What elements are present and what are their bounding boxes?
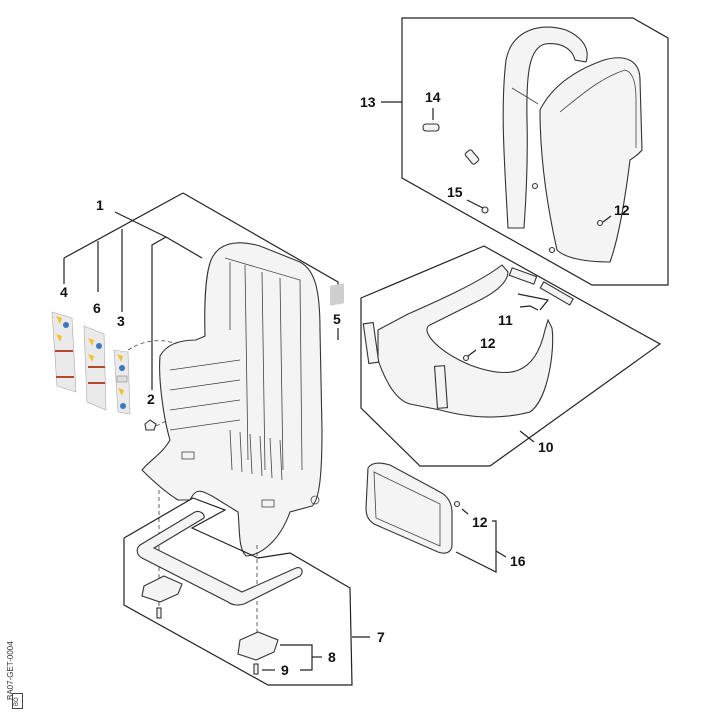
callout-12-pad[interactable]: 12 [472,514,488,530]
callout-1[interactable]: 1 [96,197,104,213]
pad [365,462,453,554]
screw-13-icon [531,182,539,190]
support-frame-bar [136,510,303,606]
callout-12-hip-belt[interactable]: 12 [480,335,496,351]
callout-16[interactable]: 16 [510,553,526,569]
screw-12b-icon [462,354,470,362]
strap-end [539,281,574,306]
callout-12-back-pad[interactable]: 12 [614,202,630,218]
label-plate-5 [330,283,344,306]
callout-4[interactable]: 4 [60,284,68,300]
belt-pad-left [362,321,380,365]
carrier-frame [141,242,323,557]
hip-belt [377,264,554,418]
foot-pad-left [141,575,183,603]
label-set-3 [113,349,131,415]
group-box-10 [360,245,662,467]
back-pad [539,57,643,263]
belt-pad-right [433,365,449,409]
callout-13[interactable]: 13 [360,94,376,110]
callout-9[interactable]: 9 [281,662,289,678]
label-set-4 [51,311,77,393]
clip-icon [144,419,157,431]
screw-9-icon [253,663,259,675]
callout-6[interactable]: 6 [93,300,101,316]
reference-code: BA07-GET-0004 [6,641,15,700]
strap-slider-icon [422,123,440,132]
reference-box: BO [12,693,23,709]
callout-14[interactable]: 14 [425,89,441,105]
callout-5[interactable]: 5 [333,311,341,327]
callout-15[interactable]: 15 [447,184,463,200]
strap-slider-2-icon [464,149,480,165]
buckle-icon [508,267,538,285]
group-box-13 [401,17,669,286]
callout-8[interactable]: 8 [328,649,336,665]
group-box-7 [123,497,353,686]
label-set-6 [83,325,107,411]
shoulder-strap-left [502,26,588,229]
callout-10[interactable]: 10 [538,439,554,455]
callout-2[interactable]: 2 [147,391,155,407]
screw-12a-icon [596,219,604,227]
callout-7[interactable]: 7 [377,629,385,645]
callout-11[interactable]: 11 [498,312,513,328]
foot-pad-right [237,631,279,661]
reference-box-text: BO [14,697,20,706]
screw-9-left-icon [156,607,162,619]
callout-3[interactable]: 3 [117,313,125,329]
screw-12c-icon [453,500,461,508]
nut-icon [481,206,489,214]
